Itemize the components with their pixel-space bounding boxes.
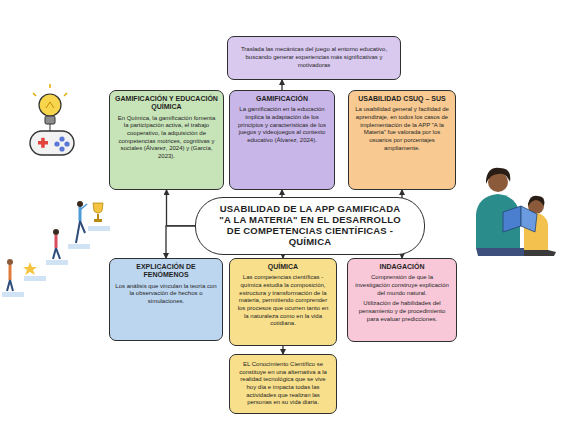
lightbulb-icon	[33, 84, 67, 124]
concept-box: QUÍMICA Las competencias científicas - qu…	[229, 258, 337, 346]
reading-illustration	[476, 168, 556, 256]
body-text: La gamificación en la educación implica …	[235, 106, 329, 144]
body-text: En Química, la gamificación fomenta la p…	[115, 115, 218, 161]
body-text: Traslada las mecánicas del juego al ento…	[233, 46, 395, 69]
body-text: La usabilidad general y facilidad de apr…	[354, 106, 450, 152]
concept-box: EXPLICACIÓN DE FENÓMENOS Los análisis que…	[109, 258, 223, 341]
gamepad-icon	[30, 124, 74, 155]
box-heading: GAMIFICACIÓN	[235, 95, 329, 103]
connector-arrow	[167, 190, 196, 226]
central-title: USABILIDAD DE LA APP GAMIFICADA "A LA MA…	[214, 204, 406, 248]
box-heading: USABILIDAD CSUQ – SUS	[354, 95, 450, 103]
note-box: EL Conocimiento Científico se constituye…	[229, 354, 337, 414]
body-text: Las competencias científicas - química e…	[235, 274, 331, 328]
stairs-illustration	[2, 201, 110, 297]
body-text: Los análisis que vinculan la teoría con …	[115, 283, 217, 306]
connector-arrow	[281, 190, 282, 197]
body-text: EL Conocimiento Científico se constituye…	[235, 361, 331, 407]
box-heading: GAMIFICACIÓN Y EDUCACIÓN QUÍMICA	[115, 95, 218, 112]
connector-arrow	[282, 346, 283, 354]
body-text: Comprensión de que la investigación cons…	[353, 274, 451, 297]
concept-box: GAMIFICACIÓN Y EDUCACIÓN QUÍMICA En Quími…	[109, 90, 224, 190]
concept-box: INDAGACIÓN Comprensión de que la investig…	[347, 258, 457, 342]
central-title-box: USABILIDAD DE LA APP GAMIFICADA "A LA MA…	[195, 197, 425, 255]
box-heading: EXPLICACIÓN DE FENÓMENOS	[115, 263, 217, 280]
connector-arrow	[281, 80, 282, 90]
concept-box: USABILIDAD CSUQ – SUS La usabilidad gener…	[348, 90, 456, 190]
box-heading: QUÍMICA	[235, 263, 331, 271]
body-text: Utilización de habilidades del pensamien…	[353, 300, 451, 323]
concept-box: GAMIFICACIÓN La gamificación en la educac…	[229, 90, 335, 190]
box-heading: INDAGACIÓN	[353, 263, 451, 271]
note-box: Traslada las mecánicas del juego al ento…	[227, 36, 401, 80]
connector-arrow	[166, 226, 195, 258]
